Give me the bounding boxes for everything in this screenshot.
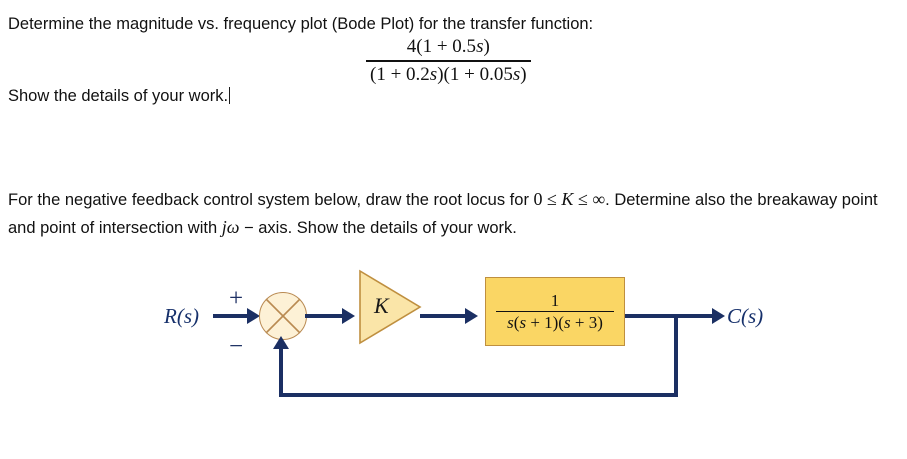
gain-triangle-shape <box>359 269 422 345</box>
output-signal-label: C(s) <box>727 304 764 328</box>
arrowhead-sum-to-gain <box>342 308 355 324</box>
plant-fraction-bar <box>496 310 614 313</box>
wire-plant-to-output <box>625 314 718 318</box>
summing-junction-cross <box>265 298 301 334</box>
gain-block-label: K <box>374 293 389 318</box>
gain-block[interactable]: K <box>358 269 422 345</box>
plant-block[interactable]: 1 s(s + 1)(s + 3) <box>485 277 625 346</box>
wire-sum-to-gain <box>305 314 345 318</box>
sum-minus-sign: − <box>229 333 244 360</box>
wire-input-to-sum <box>213 314 251 318</box>
jomega-symbol: jω <box>221 217 240 237</box>
control-system-block-diagram: R(s) + − K 1 s(s + 1)(s + 3) <box>0 250 907 459</box>
feedback-wire-vertical-right <box>674 314 678 397</box>
summing-junction <box>259 292 307 340</box>
sum-plus-sign: + <box>229 285 244 312</box>
plant-numerator: 1 <box>550 290 560 310</box>
bode-transfer-function: 4(1 + 0.5s) (1 + 0.2s)(1 + 0.05s) <box>366 36 531 86</box>
gain-range-lower: 0 <box>533 189 543 209</box>
question-one-closing: Show the details of your work. <box>8 86 231 106</box>
arrowhead-input-to-sum <box>247 308 260 324</box>
wire-gain-to-plant <box>420 314 467 318</box>
plant-transfer-function: 1 s(s + 1)(s + 3) <box>496 291 614 333</box>
question-two-line-two-suffix: Show the details of your work. <box>292 219 517 237</box>
question-two-section: For the negative feedback control system… <box>8 189 878 237</box>
question-two-line-one-suffix: . Determine also the breakaway <box>605 191 838 209</box>
input-signal-label: R(s) <box>164 304 199 328</box>
gain-range-upper: ∞ <box>592 189 606 209</box>
question-one-closing-text: Show the details of your work. <box>8 87 229 105</box>
arrowhead-feedback-to-sum <box>273 336 289 349</box>
feedback-wire-vertical-left <box>279 346 283 397</box>
plant-denominator: s(s + 1)(s + 3) <box>507 313 603 333</box>
arrowhead-gain-to-plant <box>465 308 478 324</box>
question-two-line-two-prefix: point and point of intersection with <box>8 191 878 237</box>
transfer-function-denominator: (1 + 0.2s)(1 + 0.05s) <box>370 64 527 85</box>
feedback-wire-horizontal <box>279 393 678 397</box>
numerator-coefficient: 4 <box>406 36 417 57</box>
question-two-line-one-prefix: For the negative feedback control system… <box>8 191 534 209</box>
transfer-function-numerator: 4(1 + 0.5s) <box>406 36 490 57</box>
text-caret <box>229 87 231 104</box>
gain-range-symbol: K <box>561 189 574 209</box>
question-one-prompt: Determine the magnitude vs. frequency pl… <box>8 15 594 33</box>
fraction-bar <box>366 60 531 62</box>
arrowhead-output <box>712 308 725 324</box>
axis-suffix: − axis. <box>239 219 293 237</box>
